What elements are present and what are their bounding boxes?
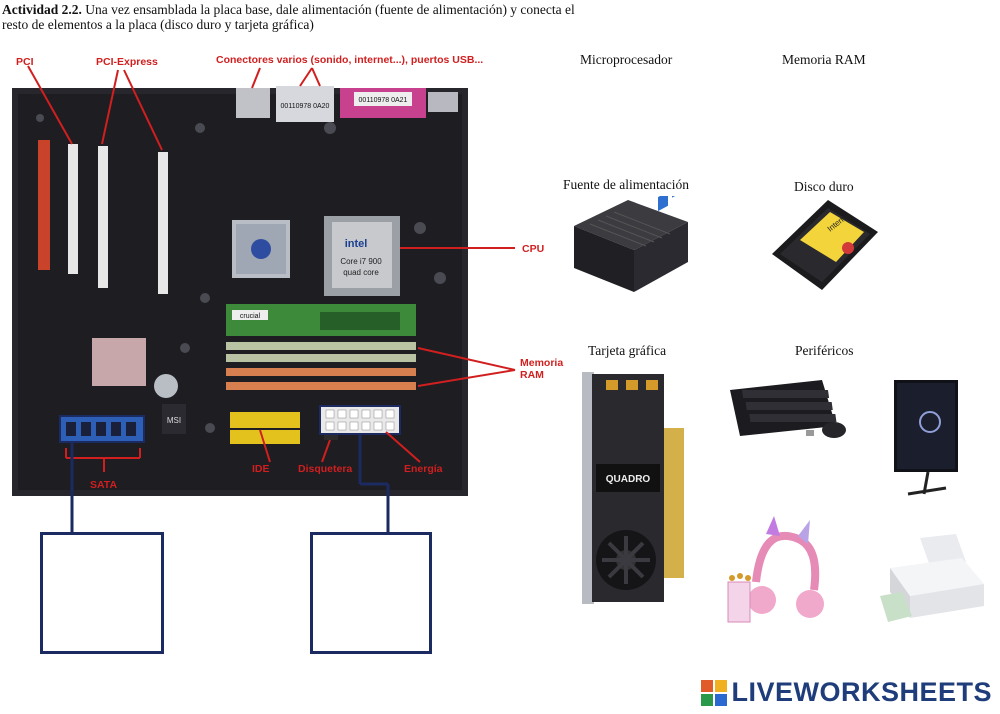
io-ethernet-sticker: 00110978 0A20	[281, 103, 330, 110]
southbridge-heatsink	[92, 338, 146, 386]
label-memoria-ram: Memoria RAM	[520, 357, 563, 381]
ram-slot-1	[226, 342, 416, 350]
label-tarjeta-grafica: Tarjeta gráfica	[588, 343, 667, 358]
io-parallel-sticker: 00110978 0A21	[359, 97, 408, 104]
monitor-image[interactable]	[888, 376, 962, 498]
msi-logo-block	[162, 404, 186, 434]
ide-connector-1	[230, 412, 300, 428]
liveworksheets-logo: LIVEWORKSHEETS	[701, 677, 992, 708]
label-memoria: Memoria	[520, 357, 564, 369]
pci-express-slot-1	[98, 146, 108, 288]
label-ide: IDE	[252, 463, 270, 475]
activity-instructions: Actividad 2.2. Una vez ensamblada la pla…	[2, 2, 642, 32]
graphics-card-image[interactable]: QUADRO	[576, 368, 696, 608]
cpu-chip	[332, 222, 392, 288]
cmos-battery	[154, 374, 178, 398]
liveworksheets-logo-text: LIVEWORKSHEETS	[731, 677, 992, 707]
label-ram: RAM	[520, 369, 544, 381]
printer-image[interactable]	[880, 532, 992, 626]
pci-slot-red	[38, 140, 50, 270]
label-cpu: CPU	[522, 243, 545, 255]
label-disco-duro: Disco duro	[794, 179, 854, 194]
ram-slot-4	[226, 382, 416, 390]
pci-express-slot-2	[158, 152, 168, 294]
power-supply-image[interactable]	[566, 196, 694, 296]
label-energia: Energía	[404, 463, 443, 475]
instructions-line-1: Una vez ensamblada la placa base, dale a…	[81, 2, 575, 17]
activity-number: Actividad 2.2.	[2, 2, 82, 17]
label-connectors: Conectores varios (sonido, internet...),…	[216, 54, 484, 66]
drop-box-energia[interactable]	[310, 532, 432, 654]
label-pci-express: PCI-Express	[96, 56, 158, 68]
label-microprocesador: Microprocesador	[580, 52, 673, 67]
gpu-brand-text: QUADRO	[606, 474, 651, 485]
label-sata: SATA	[90, 479, 118, 491]
label-pci: PCI	[16, 56, 34, 68]
label-perifericos: Periféricos	[795, 343, 854, 358]
headphones-image[interactable]	[722, 512, 832, 630]
io-usb-block	[236, 88, 270, 118]
liveworksheets-logo-icon	[701, 679, 728, 706]
label-disquetera: Disquetera	[298, 463, 353, 475]
label-memoria-ram-item: Memoria RAM	[782, 52, 866, 67]
ide-connector-2	[230, 430, 300, 444]
ram-brand: crucial	[240, 313, 261, 320]
svg-text:MSI: MSI	[167, 416, 181, 425]
label-fuente-alimentacion: Fuente de alimentación	[563, 177, 689, 192]
keyboard-mouse-image[interactable]	[726, 376, 856, 442]
ram-slot-3	[226, 368, 416, 376]
cpu-intel-logo: intel	[345, 238, 368, 250]
drop-box-sata[interactable]	[40, 532, 164, 654]
cpu-cores-text: quad core	[343, 268, 379, 277]
instructions-line-2: resto de elementos a la placa (disco dur…	[2, 17, 314, 32]
motherboard-illustration: 00110978 0A20 00110978 0A21 intel Core i…	[12, 65, 516, 532]
cpu-model-text: Core i7 900	[340, 257, 382, 266]
pci-slot-1	[68, 144, 78, 274]
ssd-disk-image[interactable]: Intenso	[766, 196, 886, 296]
ram-slot-2	[226, 354, 416, 362]
io-ethernet-block	[276, 86, 334, 122]
